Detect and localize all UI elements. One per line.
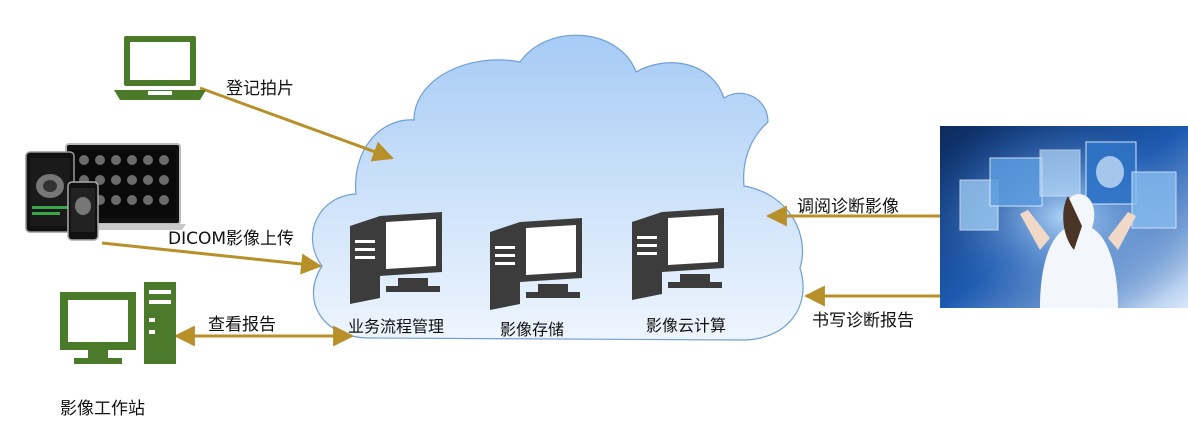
arrow-register-photo bbox=[199, 86, 394, 162]
label-retrieve-images: 调阅诊断影像 bbox=[797, 197, 899, 217]
arrow-dicom-upload bbox=[101, 241, 323, 275]
doctor-viewing-xrays-image bbox=[940, 126, 1188, 308]
label-dicom-upload: DICOM影像上传 bbox=[168, 229, 295, 249]
laptop-icon bbox=[114, 36, 206, 100]
cloud-label-workflow-management: 业务流程管理 bbox=[348, 317, 445, 336]
server-icon bbox=[632, 208, 724, 300]
desktop-computer-icon bbox=[60, 282, 176, 364]
label-view-report: 查看报告 bbox=[208, 315, 276, 335]
server-group bbox=[350, 208, 724, 310]
arrows bbox=[101, 86, 940, 347]
label-workstation: 影像工作站 bbox=[60, 399, 145, 419]
cloud-label-image-cloud-computing: 影像云计算 bbox=[646, 316, 727, 335]
label-register-photo: 登记拍片 bbox=[226, 79, 294, 99]
server-icon bbox=[490, 218, 582, 310]
medical-devices-icon bbox=[25, 143, 186, 241]
label-write-report: 书写诊断报告 bbox=[812, 311, 914, 331]
cloud-label-image-storage: 影像存储 bbox=[500, 320, 565, 339]
server-icon bbox=[350, 212, 442, 304]
